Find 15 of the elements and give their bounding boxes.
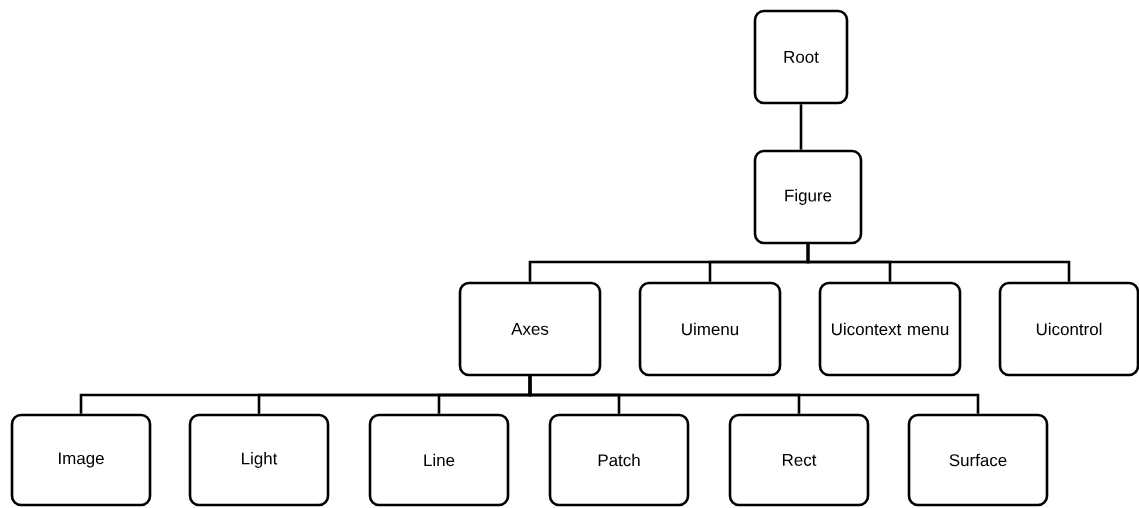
tree-box: Line xyxy=(368,413,510,507)
tree-box: Light xyxy=(188,413,330,507)
tree-box: Surface xyxy=(907,413,1049,507)
tree-box: Uicontrol xyxy=(998,281,1139,377)
tree-box: Patch xyxy=(548,413,690,507)
connector-line xyxy=(799,104,803,150)
tree-box: Root xyxy=(753,9,849,105)
tree-box: Uicontext menu xyxy=(818,281,962,377)
tree-box: Axes xyxy=(458,281,602,377)
connector-line xyxy=(528,376,980,414)
tree-box: Rect xyxy=(728,413,870,507)
tree-box: Image xyxy=(10,413,152,507)
tree-box: Figure xyxy=(753,149,863,245)
connector-line xyxy=(806,244,1071,282)
tree-box: Uimenu xyxy=(638,281,782,377)
